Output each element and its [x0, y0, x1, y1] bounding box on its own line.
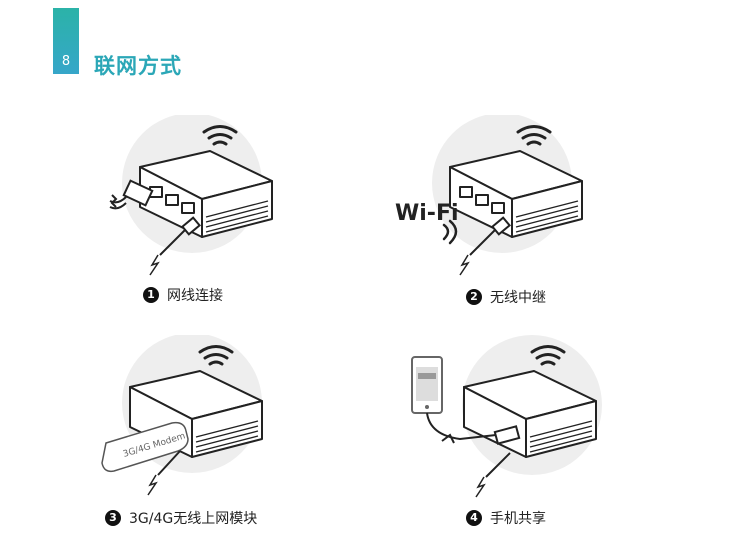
wifi-logo-text: Wi-Fi — [395, 201, 459, 226]
panel-ethernet — [100, 115, 400, 315]
step-badge: 3 — [105, 510, 121, 526]
router-wifi-illustration: Wi-Fi — [395, 115, 583, 276]
wifi-wave-icon — [442, 219, 458, 245]
panel-phone-share — [400, 335, 700, 535]
wifi-signal-icon — [516, 125, 552, 146]
router-ethernet-illustration — [109, 115, 273, 276]
step-badge: 4 — [466, 510, 482, 526]
usb-cable-icon — [426, 412, 521, 445]
caption-label: 3G/4G无线上网模块 — [129, 511, 258, 527]
power-cable-icon — [149, 216, 201, 276]
power-cable-icon — [459, 216, 511, 276]
router-phone-illustration — [411, 335, 602, 498]
caption-wireless-repeater: 2 无线中继 — [466, 287, 546, 307]
caption-label: 手机共享 — [490, 511, 546, 527]
ethernet-cable-icon — [109, 179, 154, 210]
caption-phone-share: 4 手机共享 — [466, 508, 546, 528]
phone-icon — [411, 356, 443, 414]
caption-label: 网线连接 — [167, 288, 223, 304]
router-modem-illustration: 3G/4G Modem — [101, 335, 263, 496]
power-cable-icon — [475, 452, 511, 498]
section-number: 8 — [61, 54, 71, 69]
panel-3g4g-modem: 3G/4G Modem — [100, 335, 400, 535]
caption-ethernet: 1 网线连接 — [143, 285, 223, 305]
page-title: 联网方式 — [94, 54, 182, 78]
step-badge: 1 — [143, 287, 159, 303]
section-number-tab: 8 — [53, 8, 79, 74]
wifi-signal-icon — [202, 125, 238, 146]
power-cable-icon — [147, 450, 181, 496]
router-icon — [139, 150, 273, 238]
caption-label: 无线中继 — [490, 290, 546, 306]
caption-3g4g-modem: 3 3G/4G无线上网模块 — [105, 508, 257, 528]
wifi-signal-icon — [530, 345, 566, 366]
router-icon — [449, 150, 583, 238]
step-badge: 2 — [466, 289, 482, 305]
wifi-signal-icon — [198, 345, 234, 366]
panel-wireless-repeater: Wi-Fi — [390, 115, 690, 315]
